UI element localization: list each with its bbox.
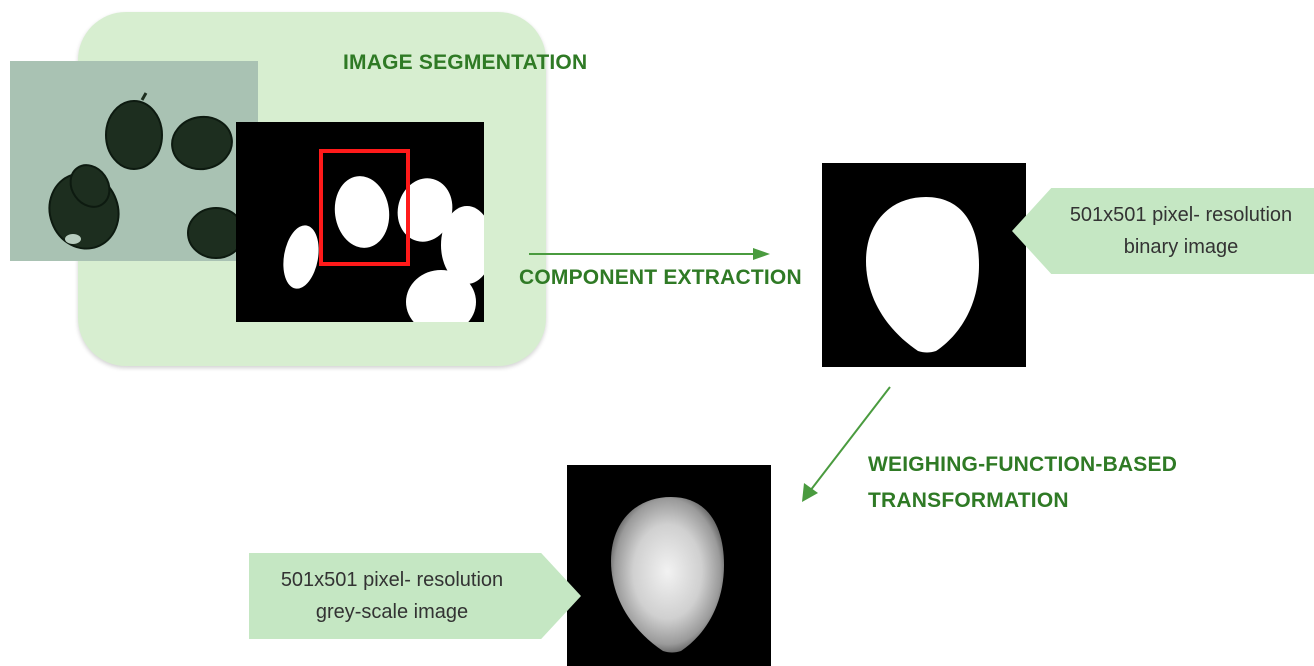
segmented-binary-image — [236, 122, 484, 322]
arrow-head — [802, 483, 818, 502]
greyscale-component-shape — [611, 497, 724, 653]
segmented-fruit — [406, 270, 476, 322]
binary-component-shape — [866, 197, 979, 353]
segmented-fruit — [441, 206, 484, 284]
greyscale-image-callout: 501x501 pixel- resolution grey-scale ima… — [249, 553, 581, 639]
fruit-silhouette — [171, 115, 233, 171]
arrow-head — [753, 248, 770, 260]
original-fruit-photo — [10, 61, 258, 261]
segmented-fruit — [283, 225, 319, 289]
segmented-fruit — [397, 178, 453, 242]
segmented-fruit — [334, 176, 390, 248]
transformation-arrow — [802, 386, 891, 502]
callout-text: binary image — [1123, 236, 1239, 258]
image-segmentation-title: IMAGE SEGMENTATION — [343, 51, 588, 74]
binary-image-callout: 501x501 pixel- resolution binary image — [1012, 188, 1314, 274]
transformation-label-line: TRANSFORMATION — [868, 489, 1069, 512]
selected-component-box — [319, 149, 410, 266]
photo-highlight — [65, 234, 81, 244]
fruit-stem — [140, 92, 148, 101]
transformation-label-line: WEIGHING-FUNCTION-BASED — [868, 453, 1178, 476]
component-extraction-label: COMPONENT EXTRACTION — [519, 266, 802, 289]
fruit-silhouette — [105, 100, 163, 170]
fruit-silhouette — [69, 164, 111, 208]
weighing-function-transformation-label: WEIGHING-FUNCTION-BASED TRANSFORMATION — [868, 447, 1177, 519]
binary-output-image — [822, 163, 1026, 367]
callout-text: 501x501 pixel- resolution — [280, 569, 504, 591]
extraction-arrow — [529, 248, 770, 260]
arrow-line — [809, 386, 891, 492]
callout-text: 501x501 pixel- resolution — [1069, 204, 1293, 226]
callout-text: grey-scale image — [315, 601, 469, 623]
greyscale-output-image — [567, 465, 771, 666]
